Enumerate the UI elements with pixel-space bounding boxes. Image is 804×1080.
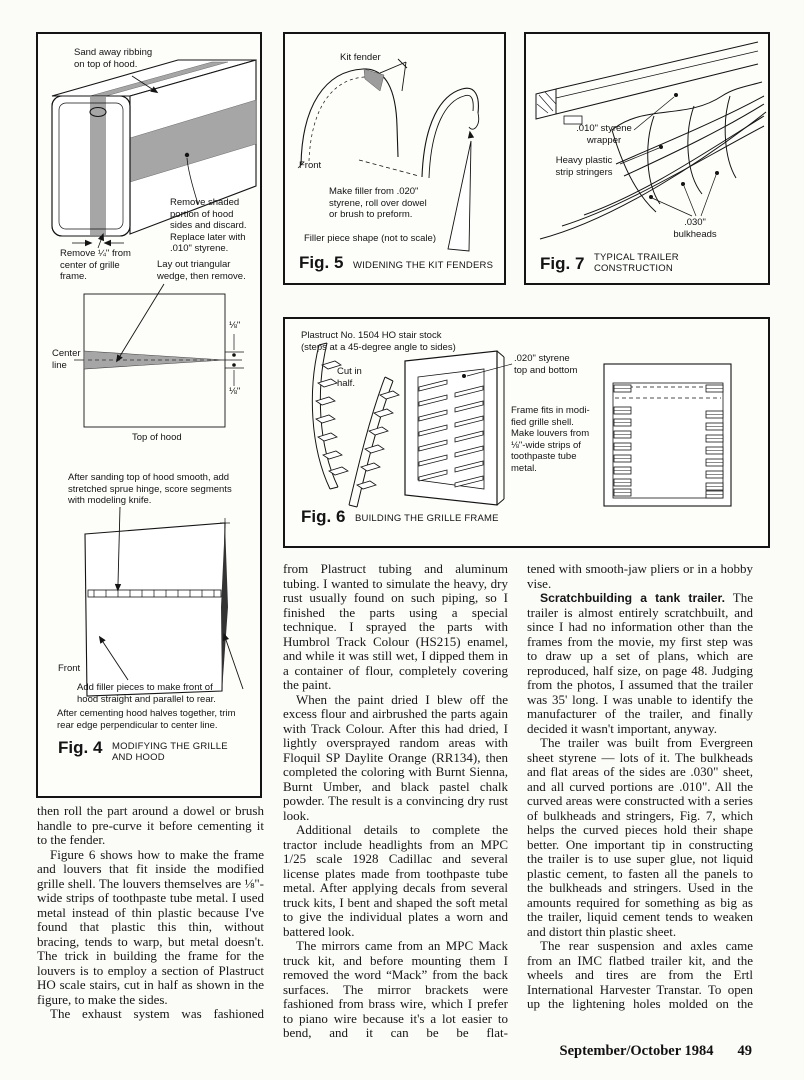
section-lead-in: Scratchbuilding a tank trailer. [540, 591, 725, 605]
fig4-label-remove-quarter: Remove ¼" from center of grille frame. [60, 248, 131, 282]
fig6-illustration [311, 342, 732, 508]
fig4-label-front: Front [58, 663, 81, 674]
hood-3d-drawing [51, 59, 257, 249]
body-paragraph: Figure 6 shows how to make the frame and… [37, 846, 264, 1007]
fig6-number: Fig. 6 [301, 507, 346, 526]
hood-halves-drawing [84, 506, 244, 697]
fig5-number: Fig. 5 [299, 253, 344, 272]
grille-frame-3d-drawing [404, 350, 513, 506]
trailer-construction-drawing [535, 41, 767, 240]
body-paragraph: The mirrors came from an MPC Mack truck … [283, 938, 508, 1040]
fig5-label-make-filler: Make filler from .020" styrene, roll ove… [329, 186, 427, 220]
fig4-label-eighth-bottom: ⅛" [229, 386, 241, 397]
fig4-label-remove-shaded: Remove shaded portion of hood sides and … [170, 197, 247, 254]
fig5-label-filler-shape: Filler piece shape (not to scale) [304, 233, 437, 244]
figure-7-panel: .010" styrene wrapper Heavy plastic stri… [524, 32, 770, 285]
wedge-plan-drawing [74, 283, 244, 428]
fig4-label-layout-wedge: Lay out triangular wedge, then remove. [157, 259, 246, 282]
fig4-number: Fig. 4 [58, 738, 103, 757]
grille-frame-front-view [603, 363, 732, 507]
body-paragraph: tened with smooth-jaw pliers or in a hob… [527, 561, 753, 591]
body-paragraph: Additional details to complete the tract… [283, 822, 508, 939]
figure-4-panel: Sand away ribbing on top of hood. Remove… [36, 32, 262, 798]
body-paragraph: The exhaust system was fashioned [50, 1006, 264, 1021]
body-paragraph: The trailer was built from Evergreen she… [527, 735, 753, 939]
fig7-illustration [535, 41, 767, 240]
fig5-caption: WIDENING THE KIT FENDERS [353, 260, 494, 271]
fig7-label-wrapper: .010" styrene wrapper [576, 123, 632, 146]
fig6-label-plastruct: Plastruct No. 1504 HO stair stock (steps… [301, 330, 456, 353]
fender-drawing [297, 58, 480, 252]
stair-stock-drawing [311, 342, 400, 508]
fig5-label-kit-fender: Kit fender [340, 52, 381, 63]
fig4-label-after-sanding: After sanding top of hood smooth, add st… [68, 472, 232, 506]
body-paragraph: The rear suspension and axles came from … [527, 938, 753, 1011]
page-footer: September/October 1984 49 [420, 1043, 752, 1060]
figure-6-panel: Plastruct No. 1504 HO stair stock (steps… [283, 317, 770, 548]
fig4-caption: MODIFYING THE GRILLE AND HOOD [112, 741, 228, 763]
fig7-caption: TYPICAL TRAILER CONSTRUCTION [594, 252, 679, 274]
fig4-label-eighth-top: ⅛" [229, 320, 241, 331]
fig6-label-frame-fits: Frame fits in modi- fied grille shell. M… [511, 405, 590, 474]
fig4-label-after-cementing: After cementing hood halves together, tr… [57, 708, 236, 731]
fig7-label-stringers: Heavy plastic strip stringers [555, 155, 613, 178]
fig4-label-sand-ribbing: Sand away ribbing on top of hood. [74, 47, 153, 70]
fig6-label-cut-in-half: Cut in half. [337, 366, 362, 389]
fig4-label-add-filler: Add filler pieces to make front of hood … [77, 682, 216, 705]
right-column: tened with smooth-jaw pliers or in a hob… [527, 561, 753, 1012]
body-paragraph: Scratchbuilding a tank trailer. The trai… [527, 590, 753, 736]
fig6-label-styrene-tb: .020" styrene top and bottom [514, 353, 578, 376]
body-paragraph: When the paint dried I blew off the exce… [283, 691, 508, 823]
page-number: 49 [737, 1043, 753, 1059]
fig4-label-top-of-hood: Top of hood [132, 432, 182, 443]
figure-5-panel: Kit fender Front Make filler from .020" … [283, 32, 506, 285]
left-column: then roll the part around a dowel or bru… [37, 803, 264, 1022]
middle-column: from Plastruct tubing and aluminum tubin… [283, 561, 508, 1041]
issue-date: September/October 1984 [559, 1043, 714, 1059]
fig7-label-bulkheads: .030" bulkheads [673, 217, 717, 240]
fig6-caption: BUILDING THE GRILLE FRAME [355, 513, 499, 524]
fig4-label-center-line: Center line [52, 348, 81, 371]
fig4-illustration [51, 59, 257, 697]
fig5-label-front: Front [299, 160, 322, 171]
body-paragraph: from Plastruct tubing and aluminum tubin… [283, 561, 508, 692]
fig7-number: Fig. 7 [540, 254, 585, 273]
fig5-illustration [297, 58, 480, 252]
body-paragraph: then roll the part around a dowel or bru… [37, 803, 264, 847]
